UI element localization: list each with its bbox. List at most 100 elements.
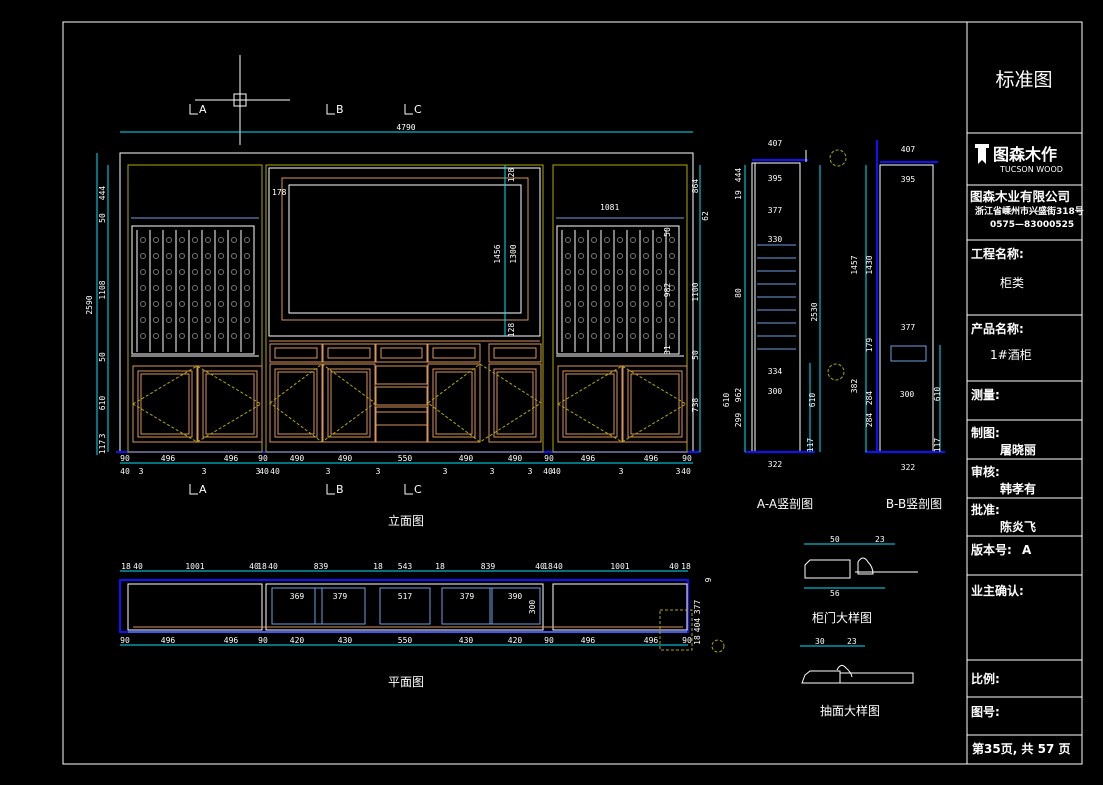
plan-top-dim: 839 <box>481 562 496 571</box>
wine-rack-ornament <box>656 269 662 275</box>
wine-rack-ornament <box>604 301 610 307</box>
wine-rack-ornament <box>630 253 636 259</box>
dim-tv-label: 1300 <box>509 244 518 263</box>
dim-bottom-small-label: 40 <box>270 467 280 476</box>
wine-rack-frame <box>556 225 680 355</box>
dim-right-label: 50 <box>663 227 672 237</box>
wine-rack-ornament <box>205 301 211 307</box>
plan-top-dim: 40 <box>133 562 143 571</box>
section-b-height-dim: 117 <box>933 438 942 453</box>
door-panel <box>327 368 371 438</box>
wine-rack-ornament <box>153 285 159 291</box>
company-logo-icon: 图森木作 TUCSON WOOD <box>975 144 1063 174</box>
wine-rack-ornament <box>166 237 172 243</box>
section-a-height-dim: 299 <box>734 413 743 428</box>
plan-top-dim: 18 <box>681 562 691 571</box>
plan-right-dim: 404 <box>693 618 702 633</box>
wine-rack-ornament <box>643 237 649 243</box>
dim-rack-width: 1081 <box>600 203 619 212</box>
plan-drawer-outline <box>489 587 541 625</box>
door-inner-panel <box>205 373 255 435</box>
reviewer-value: 韩孝有 <box>1000 481 1036 496</box>
approver-value: 陈炎飞 <box>1000 519 1036 534</box>
wine-rack-ornament <box>617 253 623 259</box>
dim-right-label: 982 <box>663 283 672 298</box>
dim-tv-label: 178 <box>272 188 287 197</box>
door-inner-panel <box>330 371 368 435</box>
section-b-width-dim: 322 <box>901 463 916 472</box>
wine-rack-ornament <box>140 301 146 307</box>
dim-bottom-label: 90 <box>120 454 130 463</box>
dim-bottom-label: 490 <box>338 454 353 463</box>
plan-inner-dim: 379 <box>333 592 348 601</box>
wine-rack-ornament <box>218 253 224 259</box>
scale-label: 比例: <box>971 671 1000 686</box>
logo-english: TUCSON WOOD <box>999 165 1063 174</box>
dim-bottom-label: 550 <box>398 454 413 463</box>
drawer-front <box>322 343 376 363</box>
door-inner-panel <box>565 373 615 435</box>
dim-left-height: 117 <box>98 440 107 455</box>
dim-tv-label: 128 <box>507 323 516 338</box>
section-a-width-dim: 407 <box>768 139 783 148</box>
section-b-height-dim: 610 <box>933 387 942 402</box>
section-a-height-dim: 2530 <box>810 302 819 321</box>
dim-bottom-label: 90 <box>544 454 554 463</box>
drawer-panel <box>380 347 423 359</box>
section-a-width-dim: 377 <box>768 206 783 215</box>
wine-rack-ornament <box>578 285 584 291</box>
wine-rack-ornament <box>244 253 250 259</box>
wine-rack-ornament <box>179 301 185 307</box>
wine-rack-ornament <box>166 269 172 275</box>
measure-label: 测量: <box>971 387 1000 402</box>
dim-right-label: 31 <box>663 345 672 355</box>
door-panel <box>137 370 193 438</box>
dim-bottom-label: 496 <box>581 454 596 463</box>
detail-callout-1 <box>829 149 847 167</box>
wine-rack-ornament <box>630 237 636 243</box>
title-block: 标准图 图森木作 TUCSON WOOD 图森木业有限公司 浙江省嵊州市兴盛街3… <box>967 69 1084 756</box>
wine-rack-ornament <box>179 333 185 339</box>
wine-rack-ornament <box>166 317 172 323</box>
plan-title: 平面图 <box>388 675 424 689</box>
drafter-value: 屠晓丽 <box>1000 442 1036 457</box>
wine-rack-ornament <box>140 253 146 259</box>
wine-rack-ornament <box>140 269 146 275</box>
wine-rack-ornament <box>244 237 250 243</box>
project-label: 工程名称: <box>971 246 1024 261</box>
plan-bottom-dim: 90 <box>120 636 130 645</box>
wine-rack-ornament <box>153 317 159 323</box>
wine-rack-ornament <box>669 253 675 259</box>
wine-rack-ornament <box>565 253 571 259</box>
wine-rack-ornament <box>604 269 610 275</box>
plan-bottom-dim: 496 <box>581 636 596 645</box>
elevation-title: 立面图 <box>388 513 424 528</box>
tv-panel-frame <box>281 177 529 321</box>
dim-bottom-small-label: 3 <box>139 467 144 476</box>
version-value: A <box>1022 543 1032 557</box>
wine-rack-ornament <box>617 301 623 307</box>
wine-rack-ornament <box>643 285 649 291</box>
plan-inner-dim: 379 <box>460 592 475 601</box>
dim-bottom-small-label: 3 <box>619 467 624 476</box>
wine-rack-ornament <box>192 237 198 243</box>
plan-inner-dim: 390 <box>508 592 523 601</box>
dim-door-50: 50 <box>830 535 840 544</box>
wine-rack-ornament <box>218 285 224 291</box>
project-value: 柜类 <box>1000 276 1024 290</box>
wine-rack-ornament <box>578 333 584 339</box>
wine-rack-ornament <box>153 333 159 339</box>
section-a-height-dim: 117 <box>806 438 815 453</box>
wine-rack-ornament <box>179 253 185 259</box>
reviewer-label: 审核: <box>971 464 1000 479</box>
section-a-width-dim: 300 <box>768 387 783 396</box>
cabinet-door <box>622 365 688 443</box>
wine-rack-ornament <box>643 317 649 323</box>
wine-rack-ornament <box>617 269 623 275</box>
wine-rack-ornament <box>244 301 250 307</box>
wine-rack-ornament <box>656 333 662 339</box>
wine-rack-ornament <box>244 269 250 275</box>
wine-rack-ornament <box>578 301 584 307</box>
wine-rack-ornament <box>630 301 636 307</box>
wine-rack-ornament <box>578 253 584 259</box>
